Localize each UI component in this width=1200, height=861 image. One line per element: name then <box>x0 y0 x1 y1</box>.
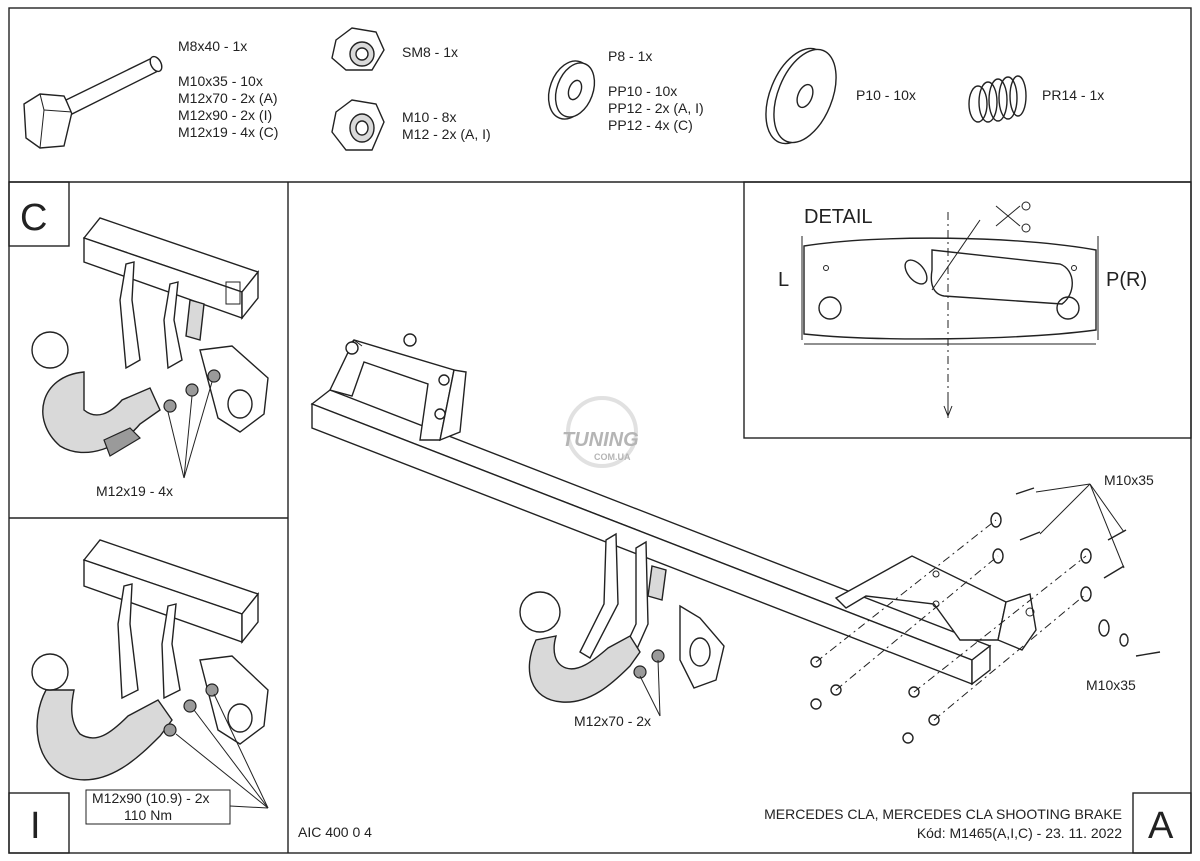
spring-spec: PR14 - 1x <box>1042 87 1104 103</box>
bolt-spec: M12x90 - 2x (I) <box>178 107 272 123</box>
nut-spec: M12 - 2x (A, I) <box>402 126 491 142</box>
nut-spec: M10 - 8x <box>402 109 456 125</box>
scissors-icon <box>995 201 1031 233</box>
variant-c-towbar-drawing <box>31 217 269 479</box>
tuning-logo-text: TUNING <box>562 429 639 451</box>
tuning-logo-subtext: COM.UA <box>594 452 631 462</box>
variant-i-bolt-label: M12x90 (10.9) - 2x <box>92 790 210 806</box>
washer-spec: P8 - 1x <box>608 48 652 64</box>
bolt-spec: M10x35 - 10x <box>178 73 263 89</box>
washer-spec: PP12 - 4x (C) <box>608 117 693 133</box>
washer-spec: PP10 - 10x <box>608 83 677 99</box>
detail-left-label: L <box>778 269 789 291</box>
small-washer-icon <box>547 60 596 120</box>
nut-spec: SM8 - 1x <box>402 44 458 60</box>
sheet-frame <box>8 7 1192 854</box>
self-locking-nut-icon <box>331 27 385 71</box>
detail-bumper-cutout-drawing <box>801 201 1099 420</box>
variant-letter-c: C <box>20 197 47 239</box>
variant-letter-i: I <box>30 805 41 847</box>
main-bolt-label-top: M10x35 <box>1104 472 1154 488</box>
main-ball-bolt-label: M12x70 - 2x <box>574 713 651 729</box>
detail-right-label: P(R) <box>1106 269 1147 291</box>
large-washer-icon <box>765 47 837 145</box>
variant-c-bolt-label: M12x19 - 4x <box>96 483 173 499</box>
variant-letter-a: A <box>1148 805 1174 847</box>
detail-title: DETAIL <box>804 206 873 228</box>
variant-i-towbar-drawing <box>31 539 269 825</box>
bolt-spec: M12x70 - 2x (A) <box>178 90 278 106</box>
washer-spec: PP12 - 2x (A, I) <box>608 100 704 116</box>
bolt-spec: M12x19 - 4x (C) <box>178 124 278 140</box>
variant-i-torque-label: 110 Nm <box>124 807 172 823</box>
main-towbar-drawing <box>310 333 1161 744</box>
hex-nut-icon <box>331 99 385 151</box>
bolt-icon <box>23 55 163 149</box>
product-code-date: Kód: M1465(A,I,C) - 23. 11. 2022 <box>917 825 1122 841</box>
bolt-spec: M8x40 - 1x <box>178 38 247 54</box>
washer-spec: P10 - 10x <box>856 87 916 103</box>
main-hardware-bolts <box>810 483 1161 744</box>
drawing-code: AIC 400 0 4 <box>298 824 372 840</box>
main-bolt-label-right: M10x35 <box>1086 677 1136 693</box>
tuning-logo <box>566 396 638 468</box>
spring-icon <box>968 75 1027 123</box>
vehicle-model: MERCEDES CLA, MERCEDES CLA SHOOTING BRAK… <box>764 806 1122 822</box>
